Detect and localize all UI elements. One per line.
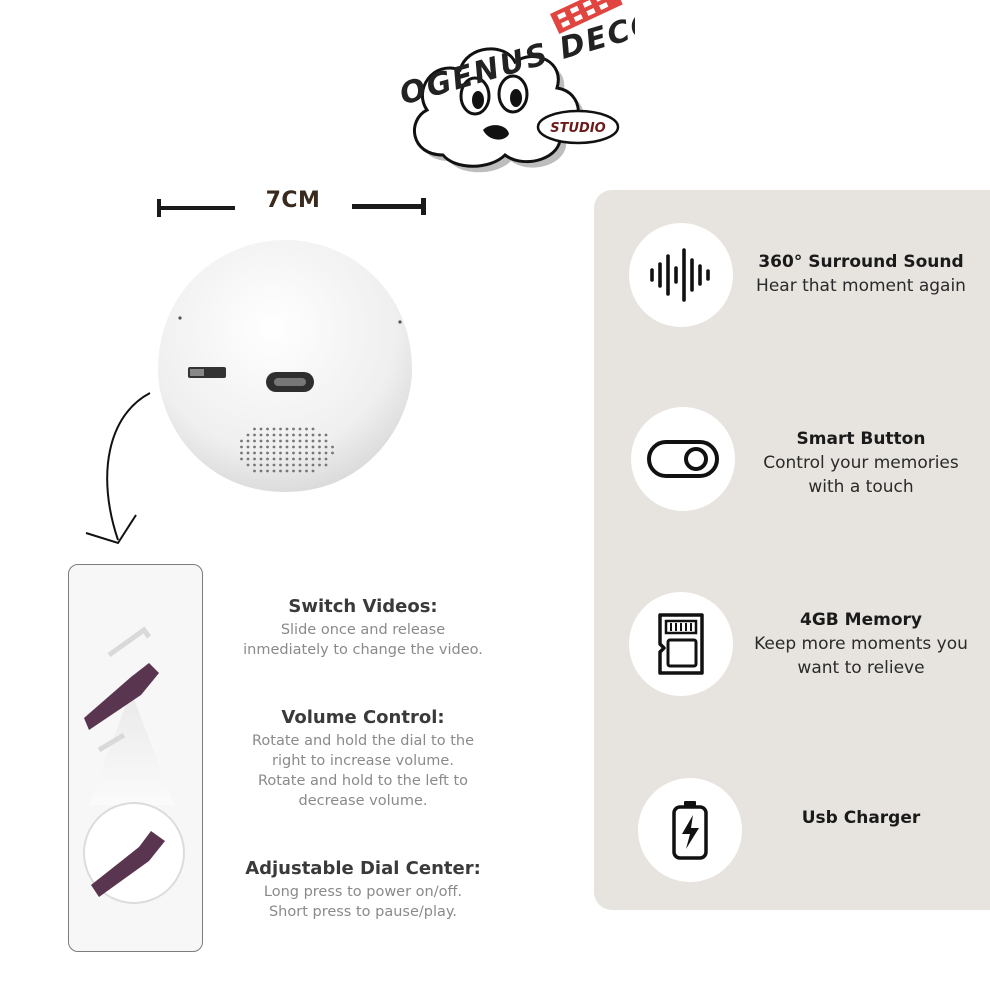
- feature-icon-circle: [631, 407, 735, 511]
- instruction-line: Long press to power on/off.: [263, 884, 463, 900]
- dimension-label: 7CM: [265, 188, 321, 213]
- sd-card-icon: [658, 613, 704, 675]
- instruction-line: Slide once and release: [280, 622, 446, 638]
- toggle-switch-icon: [647, 440, 719, 478]
- feature-title: Usb Charger: [801, 808, 921, 828]
- instruction-line: decrease volume.: [298, 793, 428, 809]
- feature-description: Control your memories: [763, 453, 959, 473]
- instruction-title: Volume Control:: [281, 707, 445, 728]
- dimension-bar-right: [352, 198, 426, 215]
- speaker-device-image: [158, 240, 412, 492]
- sound-wave-icon: [650, 248, 710, 302]
- feature-description: want to relieve: [797, 658, 925, 678]
- feature-title: 360° Surround Sound: [758, 252, 964, 272]
- feature-title: 4GB Memory: [800, 610, 922, 630]
- feature-title: Smart Button: [796, 429, 926, 449]
- curved-arrow-icon: [85, 392, 151, 545]
- feature-memory: 4GB Memory Keep more moments you want to…: [736, 608, 986, 680]
- feature-icon-circle: [638, 778, 742, 882]
- feature-description: Keep more moments you: [754, 634, 968, 654]
- brand-logo: OGENUS DECOR STUDIO: [396, 0, 635, 173]
- feature-description: with a touch: [808, 477, 914, 497]
- instruction-volume-control: Volume Control: Rotate and hold the dial…: [228, 705, 498, 811]
- feature-surround-sound: 360° Surround Sound Hear that moment aga…: [736, 250, 986, 298]
- button-detail-image: [68, 564, 203, 952]
- instruction-title: Switch Videos:: [288, 596, 438, 617]
- feature-smart-button: Smart Button Control your memories with …: [736, 427, 986, 499]
- feature-description: Hear that moment again: [756, 276, 966, 296]
- feature-icon-circle: [629, 223, 733, 327]
- battery-charging-icon: [672, 801, 708, 860]
- logo-studio-text: STUDIO: [550, 121, 605, 136]
- feature-icon-circle: [629, 592, 733, 696]
- instruction-switch-videos: Switch Videos: Slide once and release in…: [228, 594, 498, 660]
- dimension-bar-left: [157, 199, 235, 217]
- instruction-line: right to increase volume.: [272, 753, 454, 769]
- instruction-line: Rotate and hold the dial to the: [252, 733, 474, 749]
- instruction-dial-center: Adjustable Dial Center: Long press to po…: [228, 856, 498, 922]
- instruction-line: Rotate and hold to the left to: [257, 773, 469, 789]
- feature-usb-charger: Usb Charger: [736, 806, 986, 830]
- instruction-line: Short press to pause/play.: [268, 904, 458, 920]
- instruction-line: inmediately to change the video.: [243, 642, 483, 658]
- instruction-title: Adjustable Dial Center:: [245, 858, 481, 879]
